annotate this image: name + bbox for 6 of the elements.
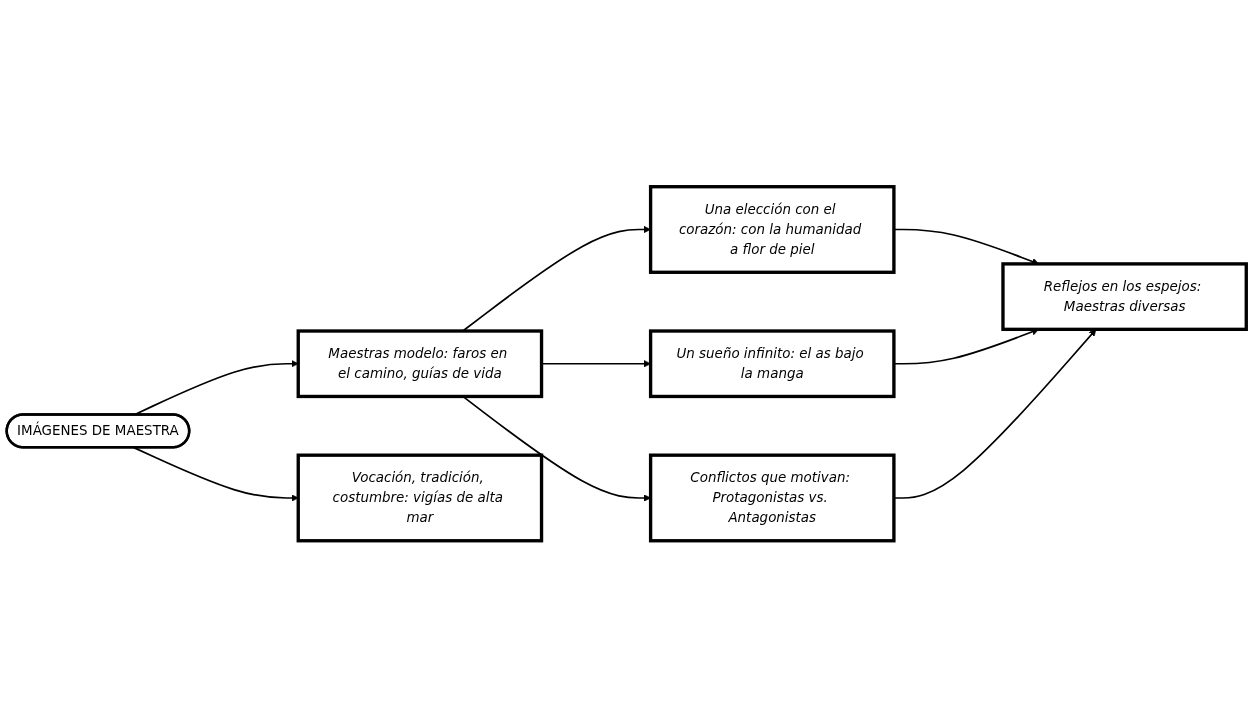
node-box: Un sueño infinito: el as bajo la manga [648,329,896,399]
node-box: Conflictos que motivan: Protagonistas vs. Antagonistas [648,453,896,543]
node-box: Reflejos en los espejos: Maestras diversas [1001,262,1248,332]
node-box: Maestras modelo: faros en el camino, guías de vida [296,329,544,399]
node-box: Una elección con el corazón: con la humanidad a flor de piel [648,185,896,275]
node-box: Vocación, tradición, costumbre: vigías de alta mar [296,453,544,543]
